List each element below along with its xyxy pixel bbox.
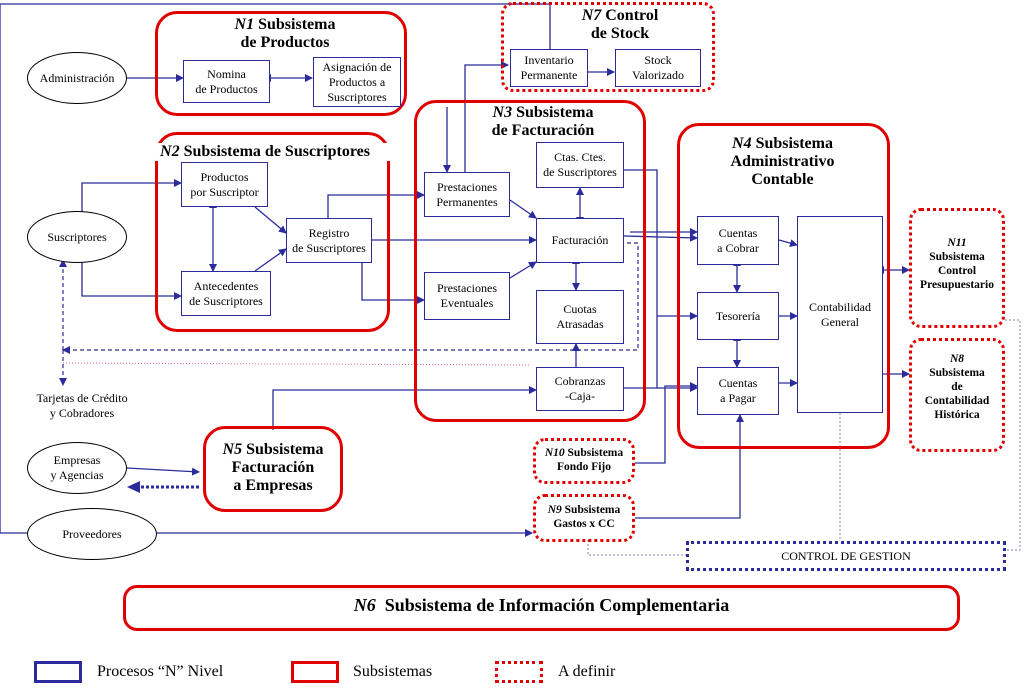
- process-cobranzas: Cobranzas -Caja-: [536, 367, 624, 411]
- process-nomina: Nomina de Productos: [183, 60, 270, 103]
- subsystem-n4: [677, 123, 890, 449]
- process-prest-permanentes: Prestaciones Permanentes: [424, 172, 510, 217]
- process-prest-eventuales: Prestaciones Eventuales: [424, 272, 510, 320]
- process-stock-valorizado: Stock Valorizado: [615, 49, 701, 87]
- process-inventario: Inventario Permanente: [510, 49, 588, 87]
- process-productos-suscriptor: Productos por Suscriptor: [181, 162, 268, 207]
- subsystem-n1: [155, 11, 407, 116]
- legend-subsistemas-label: Subsistemas: [353, 663, 433, 680]
- subsystem-n6: [123, 585, 960, 631]
- subsystem-n10: [533, 438, 635, 484]
- entity-proveedores: Proveedores: [27, 508, 157, 560]
- legend-procesos-label: Procesos “N” Nivel: [97, 663, 224, 680]
- subsystem-n2-title: N2 Subsistema de Suscriptores: [135, 143, 395, 161]
- subsystem-n4-title: N4 Subsistema Administrativo Contable: [730, 135, 835, 188]
- subsystem-n11: [909, 208, 1005, 328]
- process-ctas-ctes: Ctas. Ctes. de Suscriptores: [536, 142, 624, 188]
- process-registro: Registro de Suscriptores: [286, 218, 372, 263]
- process-cuotas: Cuotas Atrasadas: [536, 290, 624, 344]
- legend-procesos-swatch: [34, 661, 82, 683]
- legend-subsistemas-swatch: [291, 661, 339, 683]
- subsystem-n3-title: N3 Subsistema de Facturación: [491, 104, 595, 139]
- subsystem-n5: [203, 426, 343, 512]
- subsystem-n2: [155, 132, 390, 332]
- entity-tarjetas: Tarjetas de Crédito y Cobradores: [24, 385, 140, 427]
- subsystem-n6-title: N6 Subsistema de Información Complementa…: [353, 595, 730, 615]
- legend-a-definir-swatch: [495, 661, 543, 683]
- subsystem-n3: [414, 100, 646, 422]
- subsystem-n7: [501, 2, 715, 92]
- subsystem-n9-title: N9 Subsistema Gastos x CC: [547, 504, 621, 530]
- control-de-gestion-box: CONTROL DE GESTION: [686, 541, 1006, 571]
- process-asignacion: Asignación de Productos a Suscriptores: [313, 57, 401, 107]
- process-contabilidad: Contabilidad General: [797, 216, 883, 413]
- subsystem-n8: [909, 338, 1005, 452]
- process-facturacion: Facturación: [536, 218, 624, 263]
- entity-empresas: Empresas y Agencias: [27, 442, 127, 494]
- process-tesoreria: Tesorería: [697, 292, 779, 340]
- subsystem-n5-title: N5 Subsistema Facturación a Empresas: [222, 441, 324, 494]
- subsystem-n9: [533, 494, 635, 542]
- subsystem-n1-title: N1 Subsistema de Productos: [234, 16, 336, 51]
- entity-suscriptores: Suscriptores: [27, 211, 127, 263]
- process-cuentas-pagar: Cuentas a Pagar: [697, 367, 779, 415]
- entity-administracion: Administración: [27, 52, 127, 104]
- process-cuentas-cobrar: Cuentas a Cobrar: [697, 216, 779, 265]
- process-antecedentes: Antecedentes de Suscriptores: [181, 271, 271, 316]
- legend-a-definir-label: A definir: [558, 663, 616, 680]
- subsystem-n10-title: N10 Subsistema Fondo Fijo: [544, 447, 624, 473]
- subsystem-n7-title: N7 Control de Stock: [581, 7, 659, 42]
